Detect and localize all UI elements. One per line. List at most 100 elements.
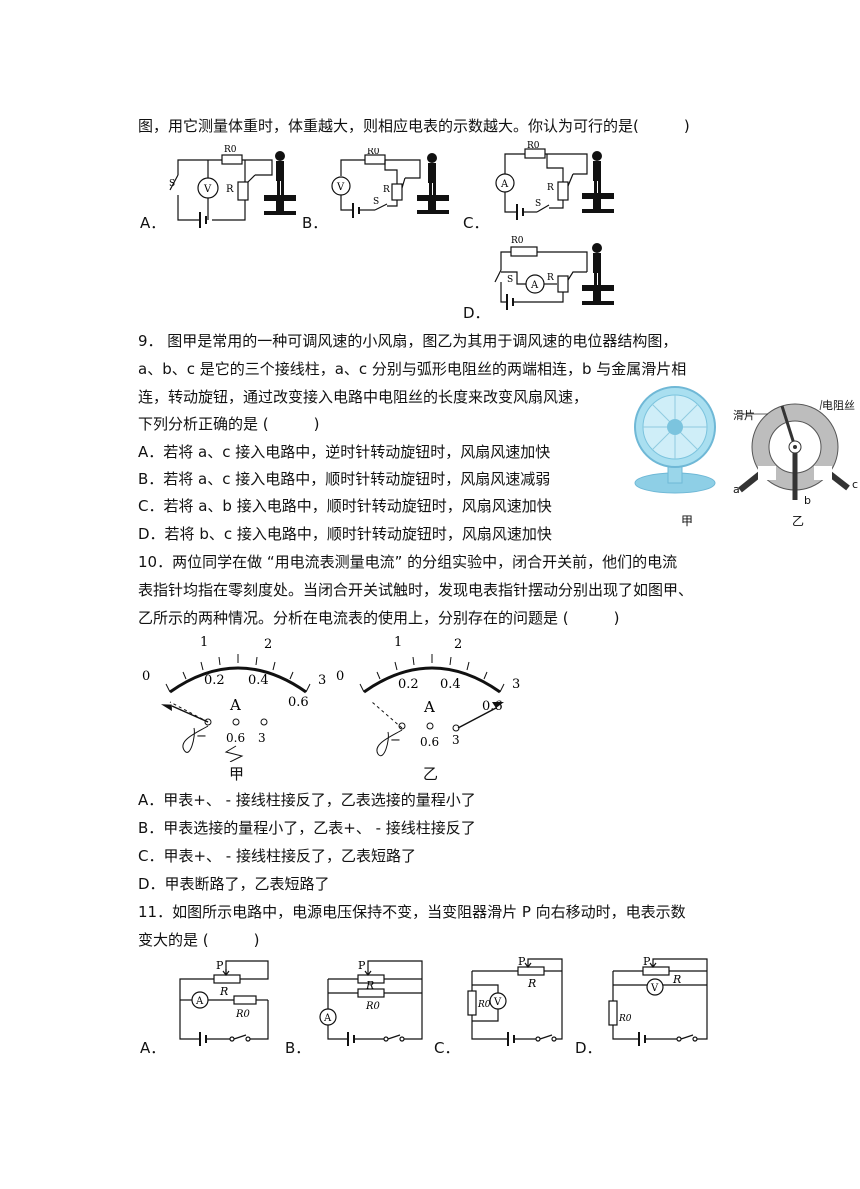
unit-label: A <box>229 696 241 714</box>
scale-bottom-0-6: 0.6 <box>288 695 309 710</box>
svg-text:A: A <box>500 179 509 190</box>
svg-text:S: S <box>169 179 175 189</box>
q11a-r: R <box>219 985 228 998</box>
scale-top-3-yi: 3 <box>512 677 520 692</box>
caption-jia: 甲 <box>229 765 245 783</box>
fan-image <box>634 386 716 494</box>
q11b-r0: R0 <box>365 1001 381 1012</box>
q9-stem-line-3: 连，转动旋钮，通过改变接入电路中电阻丝的长度来改变风扇风速， <box>138 388 589 406</box>
svg-text:V: V <box>650 983 659 994</box>
svg-text:S: S <box>373 197 379 207</box>
q11c-r: R <box>527 977 536 990</box>
q8-option-c-label[interactable]: C． <box>463 214 489 232</box>
q10-option-d[interactable]: D．甲表断路了，乙表短路了 <box>138 875 330 893</box>
term-06-jia: 0.6 <box>226 731 245 745</box>
resistance-wire-label: 电阻丝 <box>822 399 855 412</box>
q11b-r: R <box>365 979 374 992</box>
unit-label-yi: A <box>423 698 435 716</box>
svg-text:R0: R0 <box>527 141 540 151</box>
svg-text:R0: R0 <box>511 236 524 246</box>
q8-circuit-b: V R0 R S <box>331 148 449 218</box>
terminal-a-label: a <box>733 483 740 496</box>
q10-option-a[interactable]: A．甲表+、 - 接线柱接反了，乙表选接的量程小了 <box>138 791 476 809</box>
q10-stem-line-2: 表指针均指在零刻度处。当闭合开关试触时，发现电表指针摆动分别出现了如图甲、 <box>138 581 694 599</box>
q9-stem-line-2: a、b、c 是它的三个接线柱，a、c 分别与弧形电阻丝的两端相连，b 与金属滑片… <box>138 360 687 378</box>
scale-top-1-yi: 1 <box>394 635 402 650</box>
svg-text:A: A <box>323 1013 332 1024</box>
q10-option-c[interactable]: C．甲表+、 - 接线柱接反了，乙表短路了 <box>138 847 416 865</box>
svg-text:R0: R0 <box>367 148 380 157</box>
scale-top-0-yi: 0 <box>336 669 344 684</box>
q11c-r0: R0 <box>477 1000 491 1010</box>
svg-text:R0: R0 <box>224 145 237 155</box>
q9-stem-line-1: 9． 图甲是常用的一种可调风速的小风扇，图乙为其用于调风速的电位器结构图， <box>138 332 678 350</box>
q11a-r0: R0 <box>235 1009 251 1020</box>
term-minus-jia: − <box>196 729 207 744</box>
q11-stem-line-1: 11．如图所示电路中，电源电压保持不变，当变阻器滑片 P 向右移动时，电表示数 <box>138 903 686 921</box>
q11-stem-line-2: 变大的是 ( ) <box>138 931 260 949</box>
svg-text:R: R <box>547 183 554 193</box>
svg-text:R: R <box>383 185 390 195</box>
svg-text:V: V <box>493 997 502 1008</box>
q8-option-a-label[interactable]: A． <box>140 214 166 232</box>
q9-option-a[interactable]: A．若将 a、c 接入电路中，逆时针转动旋钮时，风扇风速加快 <box>138 443 551 461</box>
q11-circuit-d: V P R R0 <box>608 955 708 1046</box>
q8-circuit-d: A R0 R S <box>494 236 614 310</box>
q9-option-b[interactable]: B．若将 a、c 接入电路中，顺时针转动旋钮时，风扇风速减弱 <box>138 470 551 488</box>
svg-text:A: A <box>195 996 204 1007</box>
scale-top-0: 0 <box>142 669 150 684</box>
q8-circuit-c: A R0 R S <box>495 141 614 220</box>
ammeter-yi: 0 1 2 3 0.2 0.4 0.6 A − 0.6 3 <box>336 635 520 757</box>
fig-yi-caption: 乙 <box>792 514 805 528</box>
term-3-jia: 3 <box>258 731 266 745</box>
q11d-p: P <box>643 955 651 968</box>
fig-jia-caption: 甲 <box>681 514 694 528</box>
q8-circuit-a: V R0 R S <box>169 145 296 228</box>
terminal-c-label: c <box>852 478 859 491</box>
q8-stem-tail: 图，用它测量体重时，体重越大，则相应电表的示数越大。你认为可行的是( ) <box>138 117 690 135</box>
q11a-p: P <box>216 959 224 972</box>
scale-top-2-yi: 2 <box>454 637 462 652</box>
q11d-r0: R0 <box>618 1014 632 1024</box>
svg-text:R: R <box>547 273 554 283</box>
svg-text:R: R <box>226 184 234 195</box>
q9-stem-line-4: 下列分析正确的是 ( ) <box>138 415 320 433</box>
caption-yi: 乙 <box>423 765 439 783</box>
slider-label: 滑片 <box>733 409 755 422</box>
q10-stem-line-3: 乙所示的两种情况。分析在电流表的使用上，分别存在的问题是 ( ) <box>138 609 620 627</box>
q11-option-c-label[interactable]: C． <box>434 1039 460 1057</box>
terminal-b-label: b <box>804 494 811 507</box>
scale-top-3: 3 <box>318 673 326 688</box>
q10-stem-line-1: 10．两位同学在做 “用电流表测量电流” 的分组实验中，闭合开关前，他们的电流 <box>138 553 678 571</box>
q11-option-b-label[interactable]: B． <box>285 1039 311 1057</box>
q11-option-d-label[interactable]: D． <box>575 1039 602 1057</box>
svg-text:S: S <box>507 275 513 285</box>
svg-text:A: A <box>530 280 539 291</box>
scale-bottom-0-2-yi: 0.2 <box>398 677 419 692</box>
term-06-yi: 0.6 <box>420 735 439 749</box>
q11-circuit-c: V P R R0 <box>467 955 563 1046</box>
q9-option-c[interactable]: C．若将 a、b 接入电路中，顺时针转动旋钮时，风扇风速加快 <box>138 497 552 515</box>
q11b-p: P <box>358 959 366 972</box>
q8-option-d-label[interactable]: D． <box>463 304 490 322</box>
scale-bottom-0-4-yi: 0.4 <box>440 677 461 692</box>
svg-text:V: V <box>336 182 345 193</box>
scale-top-2: 2 <box>264 637 272 652</box>
q10-option-b[interactable]: B．甲表选接的量程小了，乙表+、 - 接线柱接反了 <box>138 819 476 837</box>
q8-option-b-label[interactable]: B． <box>302 214 328 232</box>
q11-circuit-a: A P R R0 <box>179 959 269 1046</box>
scale-top-1: 1 <box>200 635 208 650</box>
q11-option-a-label[interactable]: A． <box>140 1039 166 1057</box>
scale-bottom-0-6-yi: 0.6 <box>482 699 503 714</box>
ammeter-jia: 0 1 2 3 0.2 0.4 0.6 A − 0.6 3 <box>142 635 326 762</box>
q11c-p: P <box>518 955 526 968</box>
q11d-r: R <box>672 973 681 986</box>
svg-text:S: S <box>535 199 541 209</box>
potentiometer-diagram <box>738 399 850 500</box>
svg-text:V: V <box>203 184 212 195</box>
scale-bottom-0-4: 0.4 <box>248 673 269 688</box>
q9-option-d[interactable]: D．若将 b、c 接入电路中，顺时针转动旋钮时，风扇风速加快 <box>138 525 552 543</box>
term-3-yi: 3 <box>452 733 460 747</box>
scale-bottom-0-2: 0.2 <box>204 673 225 688</box>
term-minus-yi: − <box>390 733 401 748</box>
